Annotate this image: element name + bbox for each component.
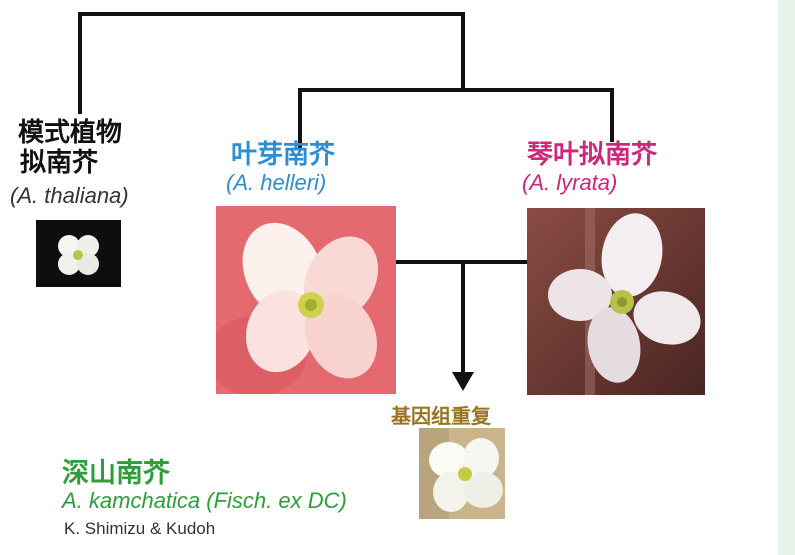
- kamchatica-photo: [419, 428, 505, 519]
- white-flower-icon: [419, 428, 505, 519]
- thaliana-sci-name: (A. thaliana): [10, 183, 129, 208]
- lyrata-sci-name: (A. lyrata): [522, 170, 618, 195]
- pink-flower-icon: [216, 206, 396, 394]
- white-flower-icon: [527, 208, 705, 395]
- halleri-sci-name: (A. helleri): [226, 170, 327, 195]
- photo-credit: K. Shimizu & Kudoh: [64, 519, 216, 538]
- duplication-arrowhead: [452, 372, 474, 391]
- lyrata-photo: [527, 208, 705, 395]
- small-white-flower-icon: [58, 235, 99, 275]
- root-branch: [78, 12, 465, 114]
- inner-branch: [298, 88, 614, 149]
- thaliana-cn-line1: 模式植物: [18, 118, 123, 148]
- side-strip: [778, 0, 795, 555]
- thaliana-photo: [36, 220, 121, 287]
- kamchatica-cn-name: 深山南芥: [62, 458, 170, 489]
- kamchatica-sci-name: A. kamchatica (Fisch. ex DC): [62, 488, 347, 513]
- genome-duplication-label: 基因组重复: [391, 404, 491, 428]
- halleri-cn-name: 叶芽南芥: [231, 140, 336, 170]
- halleri-photo: [216, 206, 396, 394]
- lyrata-cn-name: 琴叶拟南芥: [527, 140, 658, 170]
- thaliana-cn-line2: 拟南芥: [20, 148, 99, 178]
